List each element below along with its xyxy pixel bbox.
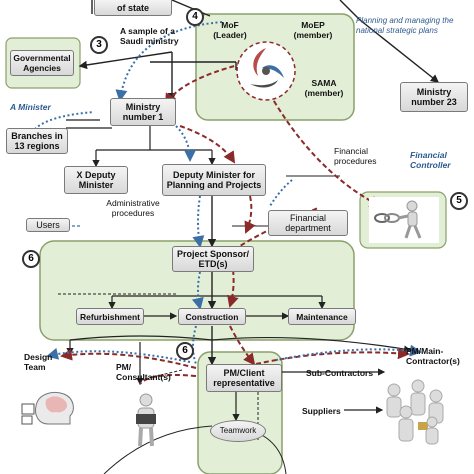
step-3-marker: 3 bbox=[90, 36, 108, 54]
teamwork-box[interactable]: Teamwork bbox=[210, 420, 266, 442]
sample-saudi-label: A sample of a Saudi ministry bbox=[120, 26, 179, 46]
governmental-agencies-box[interactable]: Governmental Agencies bbox=[10, 50, 74, 76]
construction-box[interactable]: Construction bbox=[178, 308, 246, 325]
branches-box[interactable]: Branches in 13 regions bbox=[6, 128, 68, 154]
ministry-23-box[interactable]: Ministry number 23 bbox=[400, 82, 468, 112]
financial-controller-label: Financial Controller bbox=[410, 150, 451, 170]
financial-department-box[interactable]: Financial department bbox=[268, 210, 348, 236]
consultant-figure-icon bbox=[136, 393, 156, 447]
deputy-planning-box[interactable]: Deputy Minister for Planning and Project… bbox=[162, 164, 266, 196]
maintenance-box[interactable]: Maintenance bbox=[288, 308, 356, 325]
pm-main-contractor-label: PM/Main-Contractor(s) bbox=[406, 346, 460, 366]
of-state-box: of state bbox=[94, 0, 172, 16]
administrative-procedures-label: Administrative procedures bbox=[106, 198, 160, 218]
ministry-1-box[interactable]: Ministry number 1 bbox=[110, 98, 176, 126]
refurbishment-box[interactable]: Refurbishment bbox=[76, 308, 144, 325]
mof-label: MoF (Leader) bbox=[213, 20, 247, 40]
planning-note: Planning and managing the national strat… bbox=[356, 16, 454, 35]
step-6-marker-upper: 6 bbox=[22, 250, 40, 268]
users-box[interactable]: Users bbox=[26, 218, 70, 232]
suppliers-label: Suppliers bbox=[302, 406, 341, 416]
pm-client-box[interactable]: PM/Client representative bbox=[206, 364, 282, 392]
moep-label: MoEP (member) bbox=[293, 20, 333, 40]
chain-link-figure-icon bbox=[369, 197, 439, 243]
sama-label: SAMA (member) bbox=[304, 78, 344, 98]
step-5-marker: 5 bbox=[450, 192, 468, 210]
contractor-group-icon bbox=[386, 379, 444, 445]
x-deputy-box[interactable]: X Deputy Minister bbox=[64, 166, 128, 194]
step-6-marker-lower: 6 bbox=[176, 342, 194, 360]
sub-contractors-label: Sub-Contractors bbox=[306, 368, 374, 378]
ministry-triad-logo-icon bbox=[236, 41, 296, 101]
a-minister-label: A Minister bbox=[10, 102, 51, 112]
thinking-head-icon bbox=[18, 384, 88, 430]
financial-procedures-label: Financial procedures bbox=[334, 146, 377, 166]
pm-consultant-label: PM/ Consultant(s) bbox=[116, 362, 171, 382]
step-4-marker: 4 bbox=[186, 8, 204, 26]
project-sponsor-box[interactable]: Project Sponsor/ ETD(s) bbox=[172, 246, 254, 272]
design-team-label: Design Team bbox=[24, 352, 53, 372]
